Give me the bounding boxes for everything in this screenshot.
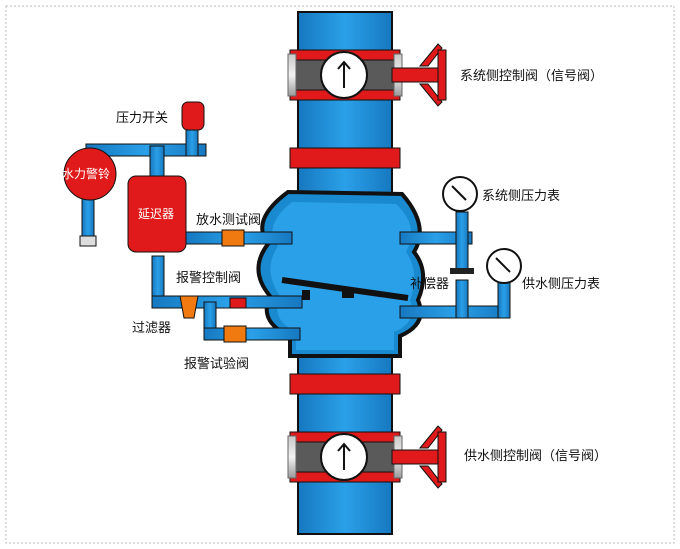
flange-lower [289, 373, 401, 395]
label-retard-chamber: 延迟器 [138, 207, 174, 221]
hydraulic-alarm-bell [63, 147, 117, 201]
up-arrow-icon [337, 442, 351, 470]
drain-test-valve [221, 229, 245, 247]
label-drain-test-valve: 放水测试阀 [196, 213, 261, 228]
system-control-valve [287, 43, 447, 107]
supply-pressure-gauge [486, 248, 522, 284]
label-pressure-switch: 压力开关 [116, 111, 168, 126]
label-alarm-control-valve: 报警控制阀 [176, 270, 241, 286]
alarm-valve-body [256, 189, 426, 358]
label-compensator: 补偿器 [410, 277, 449, 292]
filter [179, 295, 199, 319]
dotted-frame [5, 5, 675, 544]
retard-chamber [127, 175, 187, 253]
label-system-control-valve: 系统侧控制阀（信号阀） [460, 69, 603, 84]
pressure-switch [181, 101, 205, 131]
supply-control-valve [287, 425, 447, 489]
label-alarm-test-valve: 报警试验阀 [184, 356, 249, 372]
alarm-control-valve [229, 297, 247, 309]
alarm-test-valve [223, 325, 247, 343]
flange-upper [289, 147, 401, 169]
right-piping [399, 176, 522, 319]
system-pressure-gauge [442, 176, 478, 212]
label-hydraulic-alarm-bell: 水力警铃 [62, 166, 110, 181]
label-supply-control-valve: 供水侧控制阀（信号阀） [464, 449, 607, 464]
label-supply-pressure-gauge: 供水侧压力表 [522, 277, 600, 292]
left-piping [79, 125, 303, 343]
up-arrow-icon [337, 60, 351, 88]
label-filter: 过滤器 [132, 321, 171, 336]
label-system-pressure-gauge: 系统侧压力表 [482, 189, 560, 204]
